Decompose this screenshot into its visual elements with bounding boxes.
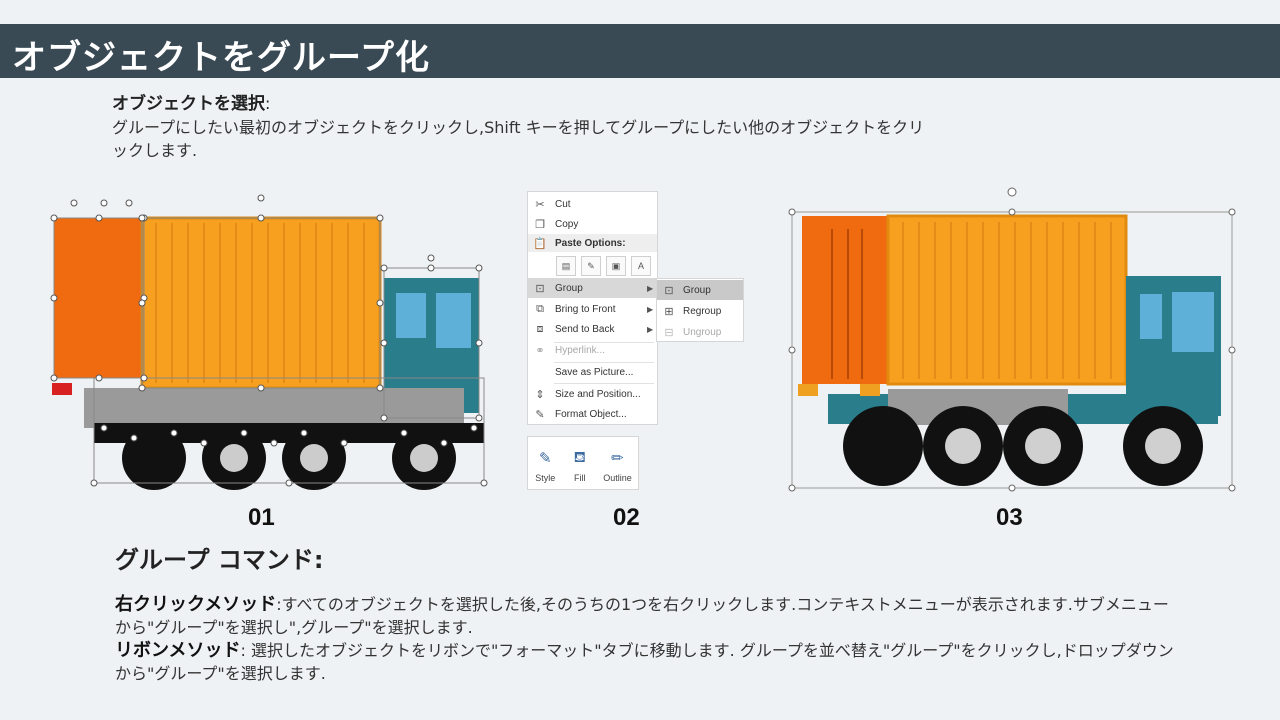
menu-item-hyperlink-label: Hyperlink...: [555, 344, 606, 356]
menu-item-group[interactable]: ⊡ Group ▶: [528, 278, 657, 298]
group-icon: ⊡: [664, 284, 674, 297]
menu-item-size-and-position-label: Size and Position...: [555, 388, 641, 400]
truck-image-grouped[interactable]: [788, 184, 1238, 494]
submenu-item-group[interactable]: ⊡ Group: [657, 280, 743, 300]
submenu-arrow-icon: ▶: [647, 283, 654, 293]
intro-colon: :: [265, 94, 271, 113]
scissors-icon: ✂: [535, 198, 545, 211]
menu-item-copy-label: Copy: [555, 218, 579, 230]
submenu-item-group-label: Group: [683, 284, 711, 296]
paint-bucket-icon: ⛾: [573, 448, 586, 466]
menu-separator: [554, 362, 654, 363]
intro-body: グループにしたい最初のオブジェクトをクリックし,Shift キーを押してグループ…: [112, 118, 925, 160]
mini-toolbar: ✎ Style ⛾ Fill ✏ Outline: [527, 436, 639, 490]
fill-button-label: Fill: [573, 473, 586, 483]
size-position-icon: ⇕: [535, 388, 545, 401]
selection-handles: [50, 194, 488, 487]
hyperlink-icon: ⚭: [535, 344, 545, 357]
group-selection-box: [788, 187, 1236, 492]
regroup-icon: ⊞: [664, 305, 674, 318]
submenu-arrow-icon: ▶: [647, 304, 654, 314]
submenu-arrow-icon: ▶: [647, 324, 654, 334]
menu-item-cut-label: Cut: [555, 198, 571, 210]
menu-item-format-object[interactable]: ✎ Format Object...: [528, 404, 657, 424]
submenu-item-ungroup-label: Ungroup: [683, 326, 722, 338]
menu-item-cut[interactable]: ✂ Cut: [528, 194, 657, 214]
title-bar: オブジェクトをグループ化: [0, 24, 1280, 78]
group-icon: ⊡: [535, 282, 545, 295]
right-click-method: 右クリックメソッド:すべてのオブジェクトを選択した後,そのうちの1つを右クリック…: [115, 593, 1175, 639]
intro-block: オブジェクトを選択: グループにしたい最初のオブジェクトをクリックし,Shift…: [112, 92, 932, 162]
ungroup-icon: ⊟: [664, 326, 674, 339]
paste-picture-icon[interactable]: ▣: [606, 256, 626, 276]
paste-options-header: 📋 Paste Options:: [528, 234, 657, 252]
context-menu: ✂ Cut ❐ Copy 📋 Paste Options: ▤ ✎ ▣ A ⊡ …: [527, 191, 658, 425]
bring-to-front-icon: ⧉: [536, 302, 544, 315]
paste-keep-text-icon[interactable]: A: [631, 256, 651, 276]
submenu-item-regroup[interactable]: ⊞ Regroup: [657, 301, 743, 321]
paste-keep-source-icon[interactable]: ✎: [581, 256, 601, 276]
ribbon-method-text: : 選択したオブジェクトをリボンで"フォーマット"タブに移動します. グループを…: [115, 641, 1174, 683]
copy-icon: ❐: [535, 218, 545, 231]
clipboard-icon: 📋: [533, 237, 547, 250]
paste-options-row: ▤ ✎ ▣ A: [556, 256, 651, 276]
menu-item-hyperlink[interactable]: ⚭ Hyperlink...: [528, 340, 657, 360]
outline-button[interactable]: ✏ Outline: [603, 447, 632, 483]
submenu-item-regroup-label: Regroup: [683, 305, 722, 317]
send-to-back-icon: ⧈: [536, 322, 544, 335]
style-button-label: Style: [535, 473, 556, 483]
style-icon: ✎: [538, 450, 552, 467]
paste-options-label: Paste Options:: [555, 237, 626, 249]
menu-separator: [554, 342, 654, 343]
truck-body-3: [798, 214, 1221, 486]
menu-item-save-as-picture[interactable]: Save as Picture...: [528, 362, 657, 382]
group-submenu: ⊡ Group ⊞ Regroup ⊟ Ungroup: [656, 278, 744, 342]
step-label-02: 02: [613, 504, 640, 531]
menu-item-send-to-back[interactable]: ⧈ Send to Back ▶: [528, 319, 657, 339]
blank-icon: [532, 365, 548, 379]
truck-body-1: [52, 216, 484, 490]
menu-item-bring-to-front[interactable]: ⧉ Bring to Front ▶: [528, 299, 657, 319]
intro-heading: オブジェクトを選択: [112, 94, 265, 114]
right-click-method-label: 右クリックメソッド: [115, 594, 277, 615]
fill-button[interactable]: ⛾ Fill: [569, 447, 591, 484]
menu-separator: [554, 383, 654, 384]
menu-item-format-object-label: Format Object...: [555, 408, 627, 420]
menu-item-send-to-back-label: Send to Back: [555, 323, 615, 335]
group-commands-section: グループ コマンド: 右クリックメソッド:すべてのオブジェクトを選択した後,その…: [115, 540, 1175, 685]
format-object-icon: ✎: [535, 408, 545, 421]
step-label-03: 03: [996, 504, 1023, 531]
step-label-01: 01: [248, 504, 275, 531]
outline-pen-icon: ✏: [611, 450, 624, 467]
menu-item-save-as-picture-label: Save as Picture...: [555, 366, 634, 378]
menu-item-bring-to-front-label: Bring to Front: [555, 303, 616, 315]
slide-title: オブジェクトをグループ化: [12, 38, 430, 78]
group-commands-heading: グループ コマンド:: [115, 546, 324, 574]
truck-image-selected[interactable]: [44, 188, 490, 493]
style-button[interactable]: ✎ Style: [534, 447, 556, 483]
menu-item-copy[interactable]: ❐ Copy: [528, 214, 657, 234]
submenu-item-ungroup[interactable]: ⊟ Ungroup: [657, 322, 743, 342]
right-click-method-text: :すべてのオブジェクトを選択した後,そのうちの1つを右クリックします.コンテキス…: [115, 595, 1169, 637]
menu-item-size-and-position[interactable]: ⇕ Size and Position...: [528, 384, 657, 404]
ribbon-method-label: リボンメソッド: [115, 640, 241, 661]
ribbon-method: リボンメソッド: 選択したオブジェクトをリボンで"フォーマット"タブに移動します…: [115, 639, 1175, 685]
outline-button-label: Outline: [603, 473, 632, 483]
menu-item-group-label: Group: [555, 282, 583, 294]
paste-use-destination-icon[interactable]: ▤: [556, 256, 576, 276]
